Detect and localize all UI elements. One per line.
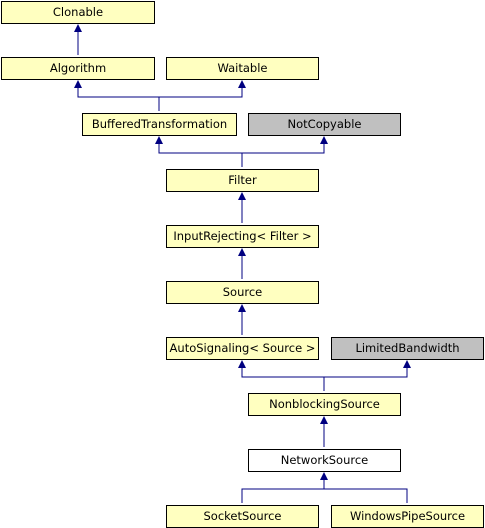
arrowhead-filter [238,192,246,200]
edge-nonblockingsource-to-limitedbandwidth [324,361,408,378]
node-windowspipesource[interactable]: WindowsPipeSource [331,505,484,528]
edge-bufferedtransformation-to-waitable [159,81,243,98]
node-socketsource[interactable]: SocketSource [166,505,319,528]
arrowhead-notcopyable [320,136,328,144]
arrowhead-networksource [320,472,328,480]
node-autosignaling[interactable]: AutoSignaling< Source > [166,337,319,360]
edge-socketsource-to-networksource [241,473,325,503]
edge-arrowheads [74,24,411,480]
arrowhead-waitable [238,80,246,88]
node-algorithm[interactable]: Algorithm [1,57,155,80]
arrowhead-algorithm [74,80,82,88]
node-limitedbandwidth[interactable]: LimitedBandwidth [331,337,484,360]
node-waitable[interactable]: Waitable [166,57,319,80]
edge-nonblockingsource-to-autosignaling [241,361,325,391]
arrowhead-bufferedtransformation [155,136,163,144]
arrowhead-inputrejecting [238,248,246,256]
arrowhead-nonblockingsource [320,416,328,424]
arrowhead-autosignaling [238,360,246,368]
node-filter[interactable]: Filter [166,169,319,192]
arrowhead-clonable [74,24,82,32]
node-inputrejecting[interactable]: InputRejecting< Filter > [166,225,319,248]
node-source[interactable]: Source [166,281,319,304]
node-clonable[interactable]: Clonable [1,1,155,24]
node-networksource[interactable]: NetworkSource [248,449,401,472]
node-notcopyable[interactable]: NotCopyable [248,113,401,136]
edge-filter-to-notcopyable [242,137,325,154]
arrowhead-source [238,304,246,312]
node-bufferedtransformation[interactable]: BufferedTransformation [82,113,237,136]
edge-filter-to-bufferedtransformation [158,137,243,167]
edge-windowspipesource-to-networksource [324,488,408,503]
arrowhead-limitedbandwidth [403,360,411,368]
edge-bufferedtransformation-to-algorithm [77,81,160,111]
node-nonblockingsource[interactable]: NonblockingSource [248,393,401,416]
